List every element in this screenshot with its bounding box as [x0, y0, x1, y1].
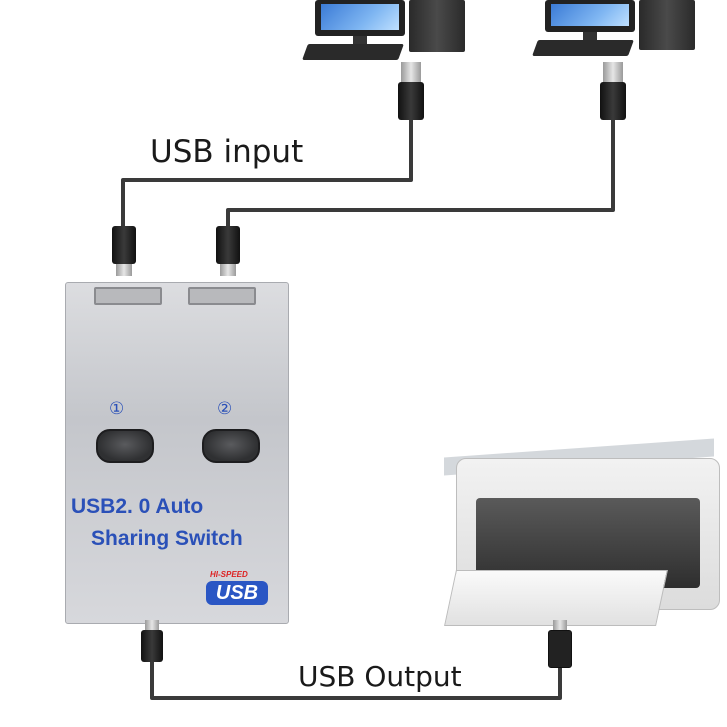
- usb-input-label: USB input: [150, 134, 304, 170]
- monitor-1: [315, 0, 405, 36]
- hi-speed-badge: HI-SPEED: [210, 570, 248, 579]
- usb-output-label: USB Output: [298, 660, 462, 693]
- usb-logo: HI-SPEED USB: [176, 570, 272, 609]
- usb-b-plug-2: [216, 226, 240, 278]
- printer: [440, 428, 722, 638]
- usb-b-plug-1: [112, 226, 136, 278]
- monitor-2: [545, 0, 635, 32]
- usb-b-plug-printer: [548, 620, 572, 670]
- tower-2: [639, 0, 695, 50]
- button-2-number: ②: [217, 399, 233, 419]
- switch-title-line2: Sharing Switch: [91, 527, 243, 550]
- usb-b-port-2: [188, 287, 256, 305]
- usb-a-plug-pc2: [600, 62, 626, 124]
- usb-output-plug-switch: [141, 620, 163, 664]
- usb-a-plug-pc1: [398, 62, 424, 124]
- usb-sharing-switch: ① ② USB2. 0 Auto Sharing Switch HI-SPEED…: [65, 282, 289, 624]
- cable-pc2: [226, 110, 615, 232]
- tower-1: [409, 0, 465, 52]
- computer-1: [302, 0, 465, 68]
- computer-2: [532, 0, 695, 64]
- switch-title-line1: USB2. 0 Auto: [71, 495, 204, 518]
- switch-button-2[interactable]: [202, 429, 260, 463]
- keyboard-1: [302, 44, 404, 60]
- printer-paper-tray: [444, 570, 668, 626]
- usb-logo-text: USB: [206, 581, 268, 605]
- keyboard-2: [532, 40, 634, 56]
- switch-button-1[interactable]: [96, 429, 154, 463]
- button-1-number: ①: [109, 399, 125, 419]
- cable-output: [150, 640, 562, 700]
- usb-b-port-1: [94, 287, 162, 305]
- cable-pc1: [121, 110, 413, 230]
